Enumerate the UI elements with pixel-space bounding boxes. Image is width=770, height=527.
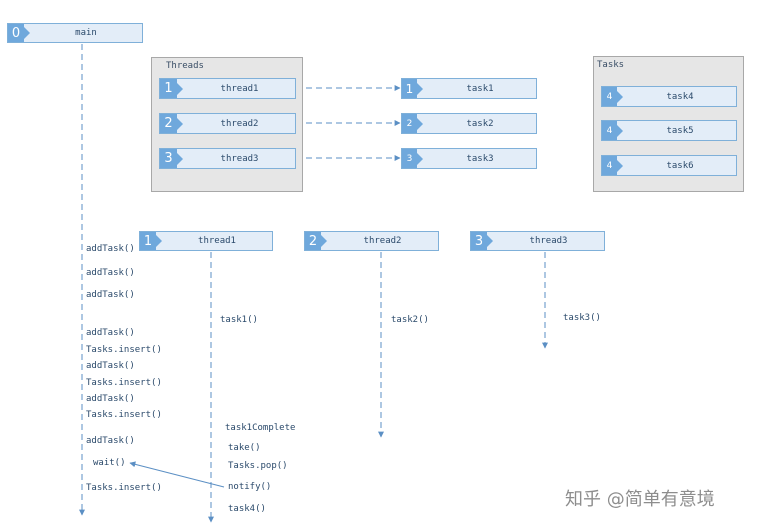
main-call-3: addTask() — [86, 290, 135, 300]
thread-box-1: 1 thread1 — [159, 78, 296, 99]
queued-task-label-1: task4 — [666, 91, 694, 102]
thread-num-2: 2 — [160, 114, 183, 133]
thread3-call-1: task3() — [563, 313, 601, 323]
task-num-1: 1 — [402, 79, 423, 98]
thread-box-2: 2 thread2 — [159, 113, 296, 134]
main-call-11: wait() — [93, 458, 126, 468]
tasks-group-title: Tasks — [597, 60, 625, 70]
queued-task-num-2: 4 — [602, 121, 623, 140]
queued-task-num-1: 4 — [602, 87, 623, 106]
watermark: 知乎 @简单有意境 — [565, 489, 715, 510]
lifeline-label-thread1: thread1 — [198, 236, 236, 246]
queued-task-box-2: 4 task5 — [601, 120, 737, 141]
lifeline-num-thread1: 1 — [140, 232, 162, 250]
task-label-3: task3 — [466, 153, 494, 164]
main-call-4: addTask() — [86, 328, 135, 338]
queued-task-label-3: task6 — [666, 160, 694, 171]
lifeline-label-thread3: thread3 — [529, 236, 568, 246]
main-call-12: Tasks.insert() — [86, 483, 162, 493]
thread1-call-3: take() — [228, 443, 261, 453]
main-call-1: addTask() — [86, 244, 135, 254]
thread-label-2: thread2 — [220, 118, 259, 129]
main-call-9: Tasks.insert() — [86, 410, 162, 420]
thread-num-1: 1 — [160, 79, 183, 98]
threads-group-title: Threads — [166, 61, 204, 71]
thread1-call-5: notify() — [228, 482, 272, 492]
task-label-1: task1 — [466, 83, 494, 94]
thread-num-3: 3 — [160, 149, 183, 168]
thread1-call-2: task1Complete — [225, 423, 296, 433]
main-call-7: Tasks.insert() — [86, 378, 162, 388]
thread2-call-1: task2() — [391, 315, 429, 325]
lifeline-num-thread3: 3 — [471, 232, 493, 250]
queued-task-label-2: task5 — [666, 125, 694, 136]
main-call-6: addTask() — [86, 361, 135, 371]
task-box-1: 1 task1 — [401, 78, 537, 99]
queued-task-num-3: 4 — [602, 156, 623, 175]
main-call-2: addTask() — [86, 268, 135, 278]
lifeline-label-thread2: thread2 — [363, 236, 402, 246]
queued-task-box-3: 4 task6 — [601, 155, 737, 176]
notify-wait-arrow — [129, 461, 225, 488]
main-call-8: addTask() — [86, 394, 135, 404]
lifeline-box-thread2: 2 thread2 — [304, 231, 439, 251]
task-box-2: 2 task2 — [401, 113, 537, 134]
main-box: 0 main — [7, 23, 143, 43]
thread-label-1: thread1 — [220, 83, 259, 94]
main-call-5: Tasks.insert() — [86, 345, 162, 355]
thread-label-3: thread3 — [220, 153, 259, 164]
thread1-call-1: task1() — [220, 315, 258, 325]
thread1-call-6: task4() — [228, 504, 266, 514]
main-num: 0 — [8, 24, 30, 42]
main-call-10: addTask() — [86, 436, 135, 446]
main-label: main — [75, 28, 97, 38]
task-num-3: 3 — [402, 149, 423, 168]
lifeline-box-thread3: 3 thread3 — [470, 231, 605, 251]
thread-box-3: 3 thread3 — [159, 148, 296, 169]
task-label-2: task2 — [466, 118, 494, 129]
task-box-3: 3 task3 — [401, 148, 537, 169]
lifeline-box-thread1: 1 thread1 — [139, 231, 273, 251]
thread1-call-4: Tasks.pop() — [228, 461, 288, 471]
queued-task-box-1: 4 task4 — [601, 86, 737, 107]
task-num-2: 2 — [402, 114, 423, 133]
lifeline-num-thread2: 2 — [305, 232, 327, 250]
